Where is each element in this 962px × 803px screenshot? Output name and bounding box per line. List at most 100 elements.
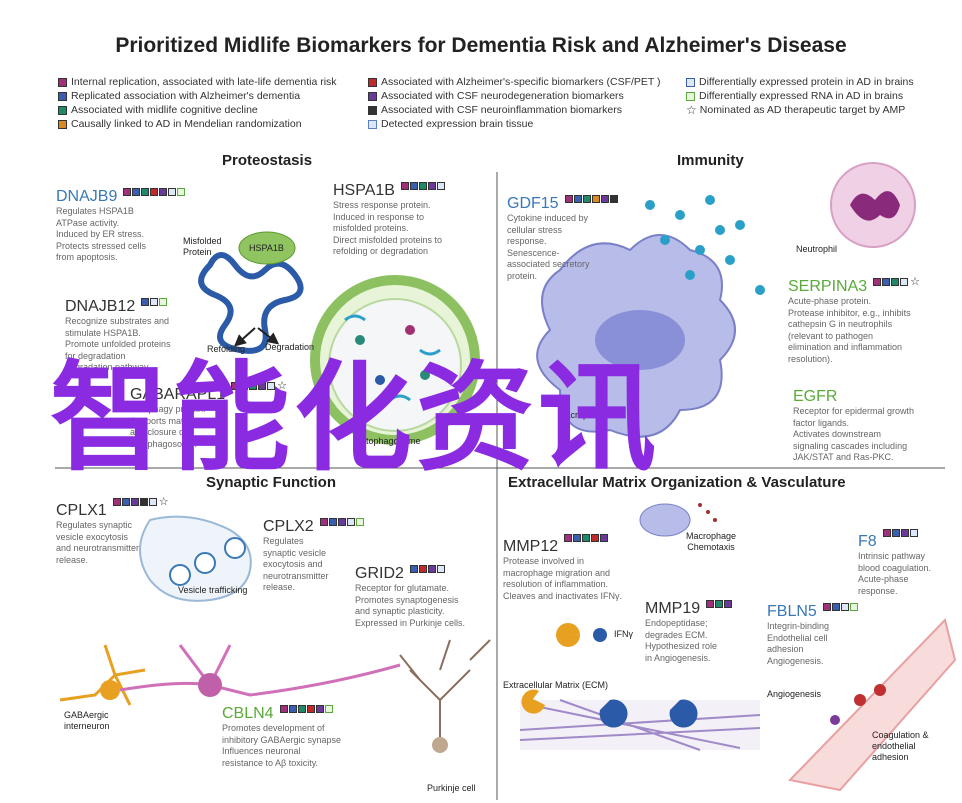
- legend-item: Differentially expressed protein in AD i…: [686, 75, 914, 89]
- gene-name: EGFR: [793, 388, 838, 405]
- degradation-label: Degradation: [265, 342, 315, 352]
- autophagosome-icon: [310, 275, 480, 445]
- macrophage-chemotaxis-label: Macrophage Chemotaxis: [686, 531, 737, 552]
- refolding-label: Refolding: [207, 344, 246, 354]
- macrophage-icon: [536, 234, 736, 438]
- evidence-boxes: [409, 565, 445, 573]
- gene-name: SERPINA3: [788, 278, 868, 295]
- evidence-boxes: [123, 188, 186, 196]
- quadrant-title-immunity: Immunity: [677, 152, 744, 169]
- gene-name: CBLN4: [222, 705, 274, 722]
- gene-name: GDF15: [507, 195, 559, 212]
- gene-name: MMP19: [645, 600, 701, 617]
- evidence-boxes: [882, 529, 918, 537]
- legend-item: Differentially expressed RNA in AD in br…: [686, 89, 914, 103]
- refolding-arrow-icon: [234, 327, 256, 347]
- gene-name: DNAJB12: [65, 298, 136, 315]
- gene-name: F8: [858, 533, 877, 550]
- synapse-icon: [139, 515, 252, 602]
- legend-item: Replicated association with Alzheimer's …: [58, 89, 337, 103]
- star-icon: ☆: [158, 496, 169, 508]
- gene-card-mmp12: MMP12 Protease involved in macrophage mi…: [503, 534, 623, 602]
- quadrant-title-proteostasis: Proteostasis: [222, 152, 313, 169]
- legend-item: ☆Nominated as AD therapeutic target by A…: [686, 103, 906, 117]
- macrophage-chemotaxis-icon: [639, 503, 717, 537]
- ifng-label: IFNγ: [614, 629, 633, 639]
- evidence-boxes: [141, 298, 168, 306]
- legend-item: Associated with midlife cognitive declin…: [58, 103, 337, 117]
- gene-description: Regulates synaptic vesicle exocytosis an…: [263, 536, 329, 592]
- blood-vessel-icon: [788, 618, 957, 792]
- gene-description: Intrinsic pathway blood coagulation. Acu…: [858, 551, 932, 596]
- gene-description: Acute-phase protein. Protease inhibitor,…: [788, 296, 911, 364]
- misfolded-protein-icon: [198, 231, 304, 354]
- purkinje-label: Purkinje cell: [427, 783, 476, 793]
- gene-name: CPLX2: [263, 518, 314, 535]
- gabaergic-neuron-icon: [59, 644, 146, 706]
- gene-card-gabarapl1: GABARAPL1 ☆ Autophagy protein. Supports …: [130, 381, 287, 450]
- gene-card-f8: F8 Intrinsic pathway blood coagulation. …: [858, 529, 932, 597]
- gene-description: Cytokine induced by cellular stress resp…: [507, 213, 590, 281]
- gene-description: Receptor for glutamate. Promotes synapto…: [355, 583, 466, 628]
- quadrant-title-ecm: Extracellular Matrix Organization & Vasc…: [508, 474, 846, 491]
- macrophage-label: Macrophage: [558, 410, 609, 420]
- gene-description: Endopeptidase; degrades ECM. Hypothesize…: [645, 618, 718, 663]
- gene-description: Protease involved in macrophage migratio…: [503, 556, 623, 601]
- legend-item: Detected expression brain tissue: [368, 117, 661, 131]
- gene-description: Regulates synaptic vesicle exocytosis an…: [56, 520, 140, 565]
- legend: Internal replication, associated with la…: [58, 75, 337, 131]
- watermark: 智能化资讯: [50, 353, 661, 485]
- gene-description: Regulates HSPA1B ATPase activity. Induce…: [56, 206, 147, 262]
- legend-col3: Differentially expressed protein in AD i…: [686, 75, 914, 117]
- page-title: Prioritized Midlife Biomarkers for Demen…: [115, 34, 847, 57]
- gene-description: Autophagy protein. Supports maturation a…: [130, 404, 212, 449]
- star-icon: ☆: [910, 276, 921, 288]
- legend-item: Internal replication, associated with la…: [58, 75, 337, 89]
- hspa1b-blob-label: HSPA1B: [249, 243, 284, 253]
- star-icon: ☆: [277, 380, 288, 392]
- evidence-boxes: [564, 534, 609, 542]
- gene-card-cplx2: CPLX2 Regulates synaptic vesicle exocyto…: [263, 518, 364, 594]
- gene-card-dnajb12: DNAJB12 Recognize substrates and stimula…: [65, 298, 171, 374]
- gene-name: GRID2: [355, 565, 404, 582]
- evidence-boxes: [822, 603, 858, 611]
- evidence-boxes: ☆: [873, 276, 921, 288]
- gene-card-mmp19: MMP19 Endopeptidase; degrades ECM. Hypot…: [645, 600, 733, 664]
- gene-name: CPLX1: [56, 502, 107, 519]
- gene-card-cbln4: CBLN4 Promotes development of inhibitory…: [222, 705, 341, 769]
- star-icon: ☆: [686, 103, 697, 117]
- gene-description: Recognize substrates and stimulate HSPA1…: [65, 316, 171, 372]
- gene-description: Receptor for epidermal growth factor lig…: [793, 406, 915, 462]
- legend-item: Associated with CSF neurodegeneration bi…: [368, 89, 661, 103]
- ecm-icon: [519, 689, 761, 751]
- gene-card-fbln5: FBLN5 Integrin-binding Endothelial cell …: [767, 603, 858, 667]
- gene-name: MMP12: [503, 538, 559, 555]
- gene-card-cplx1: CPLX1 ☆ Regulates synaptic vesicle exocy…: [56, 497, 169, 566]
- neutrophil-label: Neutrophil: [796, 244, 838, 254]
- legend-item: Associated with Alzheimer's-specific bio…: [368, 75, 661, 89]
- evidence-boxes: [279, 705, 333, 713]
- evidence-boxes: [706, 600, 733, 608]
- evidence-boxes: ☆: [231, 380, 288, 392]
- gene-name: GABARAPL1: [130, 386, 226, 403]
- gabaergic-label: GABAergic interneuron: [64, 710, 110, 731]
- coagulation-label: Coagulation & endothelial adhesion: [872, 730, 929, 762]
- purkinje-cell-icon: [399, 639, 491, 753]
- neutrophil-icon: [830, 162, 916, 248]
- gene-name: DNAJB9: [56, 188, 118, 205]
- gene-card-dnajb9: DNAJB9 Regulates HSPA1B ATPase activity.…: [56, 188, 186, 264]
- gene-name: HSPA1B: [333, 182, 395, 199]
- gene-card-egfr: EGFR Receptor for epidermal growth facto…: [793, 388, 914, 464]
- autophagosome-label: Autophagosome: [355, 436, 421, 446]
- legend-item: Associated with CSF neuroinflammation bi…: [368, 103, 661, 117]
- evidence-boxes: [564, 195, 618, 203]
- ifng-icon: [556, 622, 607, 647]
- gene-card-grid2: GRID2 Receptor for glutamate. Promotes s…: [355, 565, 465, 629]
- gene-card-gdf15: GDF15 Cytokine induced by cellular stres…: [507, 195, 618, 282]
- vesicle-trafficking-label: Vesicle trafficking: [178, 585, 248, 595]
- angiogenesis-label: Angiogenesis: [767, 689, 822, 699]
- evidence-boxes: [400, 182, 445, 190]
- quadrant-title-synaptic: Synaptic Function: [206, 474, 337, 491]
- legend-col2: Associated with Alzheimer's-specific bio…: [368, 75, 661, 131]
- evidence-boxes: ☆: [112, 496, 169, 508]
